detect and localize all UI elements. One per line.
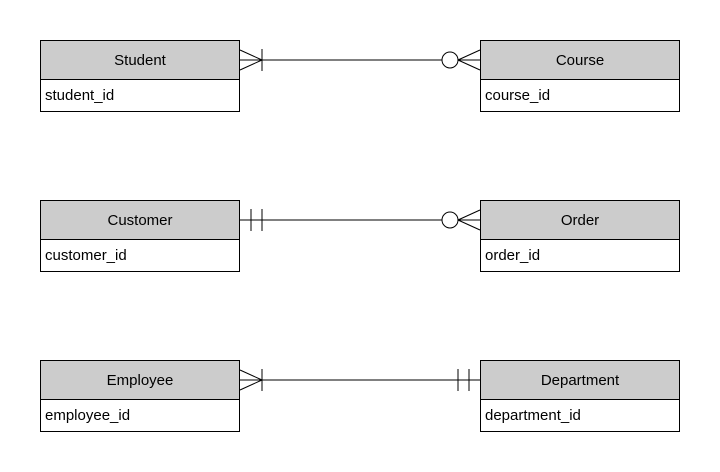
crows-foot-many-icon [239, 59, 263, 71]
entity-title: Student [41, 41, 239, 80]
entity-title: Order [481, 201, 679, 240]
entity-student: Student student_id [40, 40, 240, 112]
relationship-customer-order [240, 209, 481, 231]
entity-attribute: department_id [481, 400, 679, 431]
relationship-student-course [239, 49, 481, 71]
entity-attribute: course_id [481, 80, 679, 111]
crows-foot-many-icon [239, 379, 263, 391]
crows-foot-many-icon [239, 49, 263, 61]
crows-foot-many-icon [457, 219, 481, 231]
entity-attribute: student_id [41, 80, 239, 111]
crows-foot-many-icon [457, 49, 481, 61]
entity-attribute: employee_id [41, 400, 239, 431]
zero-circle-icon [441, 51, 459, 69]
entity-title: Employee [41, 361, 239, 400]
entity-title: Course [481, 41, 679, 80]
crows-foot-many-icon [239, 369, 263, 381]
entity-title: Customer [41, 201, 239, 240]
entity-title: Department [481, 361, 679, 400]
entity-customer: Customer customer_id [40, 200, 240, 272]
entity-order: Order order_id [480, 200, 680, 272]
entity-course: Course course_id [480, 40, 680, 112]
entity-attribute: customer_id [41, 240, 239, 271]
entity-department: Department department_id [480, 360, 680, 432]
entity-attribute: order_id [481, 240, 679, 271]
crows-foot-many-icon [457, 59, 481, 71]
relationship-employee-department [239, 369, 480, 391]
zero-circle-icon [441, 211, 459, 229]
entity-employee: Employee employee_id [40, 360, 240, 432]
crows-foot-many-icon [457, 209, 481, 221]
